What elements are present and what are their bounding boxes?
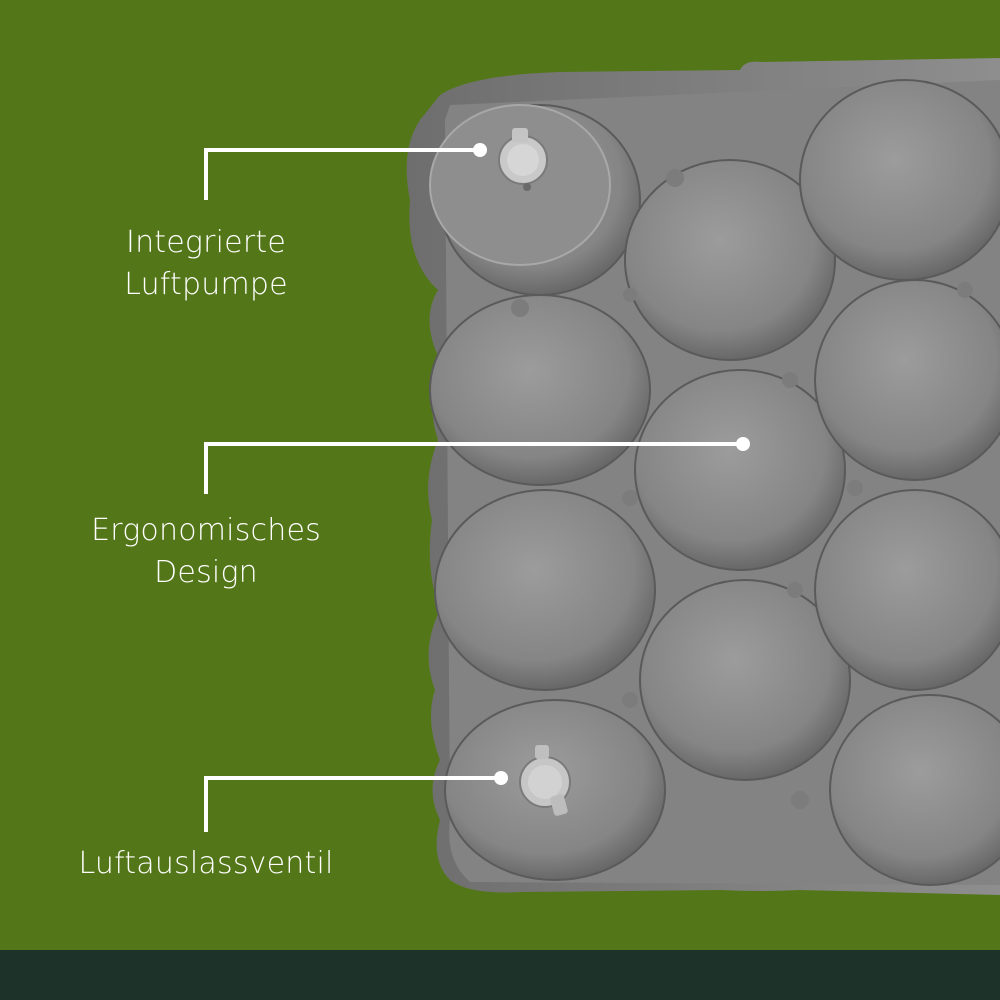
callout-design-label-line1: Ergonomisches	[91, 513, 321, 548]
callout-design-horizontal-line	[204, 442, 740, 446]
callout-design-vertical-line	[204, 442, 208, 494]
callout-pump-vertical-line	[204, 148, 208, 200]
callout-pump-label-line2: Luftpumpe	[124, 267, 288, 302]
footer-band	[0, 950, 1000, 1000]
callout-valve-vertical-line	[204, 776, 208, 832]
callout-pump-dot	[473, 143, 487, 157]
callout-valve-dot	[494, 771, 508, 785]
product-stage: Integrierte Luftpumpe Ergonomisches Desi…	[56, 58, 1000, 895]
callout-pump-label: Integrierte Luftpumpe	[96, 222, 316, 306]
callout-valve-horizontal-line	[204, 776, 500, 780]
callout-design-label-line2: Design	[154, 555, 258, 590]
callout-valve-label-line1: Luftauslassventil	[78, 846, 334, 881]
callout-pump-label-line1: Integrierte	[126, 225, 286, 260]
callout-valve-label: Luftauslassventil	[56, 843, 356, 885]
callout-design-label: Ergonomisches Design	[66, 510, 346, 594]
sleeping-mat-image	[406, 58, 1000, 895]
callout-design-dot	[736, 437, 750, 451]
callout-pump-horizontal-line	[204, 148, 480, 152]
